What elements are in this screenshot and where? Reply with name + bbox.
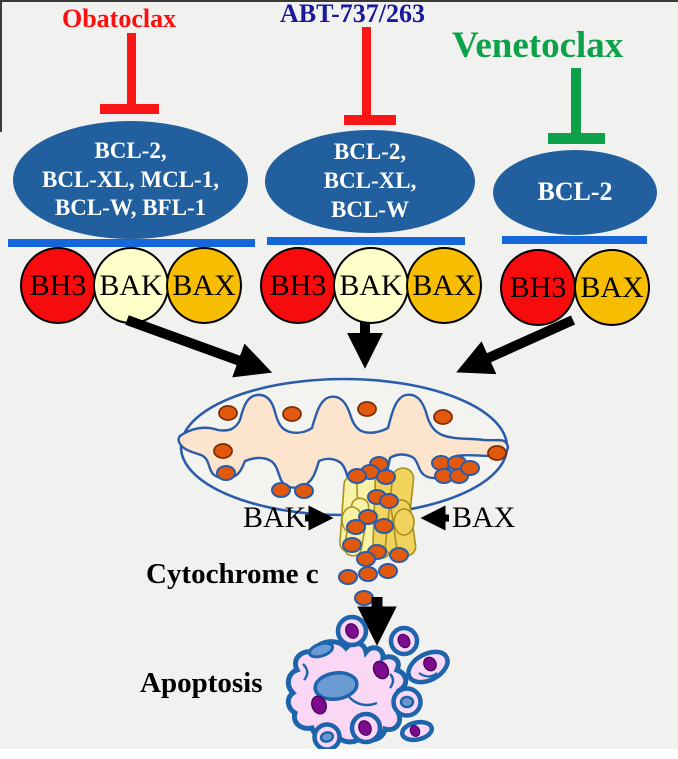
membrane-bar-3 <box>502 236 647 244</box>
arrow-left-to-mitochondrion-icon <box>125 315 273 378</box>
figure-top-border <box>0 0 678 2</box>
apoptosis-label: Apoptosis <box>140 667 263 699</box>
bcl2-family-ellipse-obatoclax-targets: BCL-2, BCL-XL, MCL-1, BCL-W, BFL-1 <box>13 121 248 239</box>
bak-circle-group2: BAK <box>333 247 409 324</box>
cytochrome-c-dots-inner <box>213 401 507 461</box>
ellipse2-line3: BCL-W <box>331 196 409 222</box>
converging-arrow-icons <box>125 315 576 378</box>
ellipse3-line1: BCL-2 <box>537 177 613 207</box>
drug-label-abt-737-263: ABT-737/263 <box>280 0 425 28</box>
bcl2-ellipse-venetoclax-target: BCL-2 <box>493 150 657 235</box>
pore-bax-label: BAX <box>452 501 516 534</box>
apoptotic-cell-icon <box>285 614 450 752</box>
nuclear-fragments-purple <box>311 660 390 715</box>
figure-left-border <box>0 0 2 132</box>
pore-bak-label: BAK <box>243 501 307 534</box>
ellipse1-line1: BCL-2, <box>94 137 167 163</box>
drug-label-venetoclax: Venetoclax <box>452 25 624 66</box>
cytochrome-c-label: Cytochrome c <box>146 558 319 590</box>
cytochrome-c-dots-released <box>338 464 409 606</box>
ellipse1-line3: BCL-W, BFL-1 <box>54 195 207 221</box>
drug-label-obatoclax: Obatoclax <box>62 4 177 33</box>
bottom-white-strip <box>0 749 678 759</box>
ellipse1-line2: BCL-XL, MCL-1, <box>42 166 219 192</box>
bak-circle-group1: BAK <box>93 247 169 324</box>
bax-circle-group1: BAX <box>166 247 242 324</box>
bh3-circle-group3: BH3 <box>500 249 576 326</box>
membrane-bar-2 <box>267 237 465 245</box>
membrane-bar-1 <box>8 239 255 247</box>
ellipse2-line1: BCL-2, <box>333 139 407 165</box>
bax-circle-group3: BAX <box>574 249 650 326</box>
arrow-right-to-mitochondrion-icon <box>456 315 576 375</box>
ellipse2-line2: BCL-XL, <box>323 168 417 194</box>
bax-circle-group2: BAX <box>406 247 482 324</box>
bh3-circle-group1: BH3 <box>20 247 96 324</box>
bcl2-family-ellipse-abt-targets: BCL-2, BCL-XL, BCL-W <box>265 130 475 233</box>
